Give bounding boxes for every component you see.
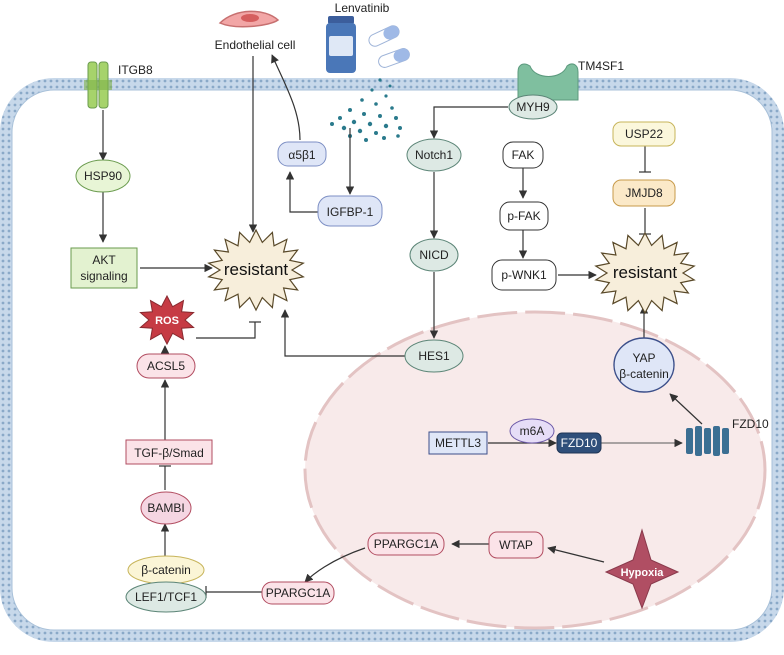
usp22-node: USP22	[612, 121, 676, 147]
akt-label-line1: AKT	[92, 253, 116, 267]
igfbp1-node: IGFBP-1	[317, 195, 383, 227]
ppargc1a-nuclear-node: PPARGC1A	[367, 532, 445, 556]
mettl3-node: METTL3	[428, 431, 488, 455]
notch1-node: Notch1	[406, 138, 462, 172]
yap-label-line2: β-catenin	[619, 367, 669, 381]
lenvatinib-label: Lenvatinib	[335, 1, 390, 15]
wtap-node: WTAP	[488, 531, 544, 559]
endothelial-cell-label: Endothelial cell	[215, 38, 296, 52]
connectors	[98, 54, 703, 583]
pwnk1-label: p-WNK1	[501, 268, 547, 282]
fak-label: FAK	[512, 148, 535, 162]
ppargc1a-cyto-node: PPARGC1A	[261, 581, 335, 605]
resistant-left-label: resistant	[224, 260, 289, 279]
nucleus	[303, 310, 767, 630]
jmjd8-label: JMJD8	[625, 186, 663, 200]
bcatenin-label: β-catenin	[141, 563, 191, 577]
resistant-burst-left: resistant	[207, 228, 305, 312]
jmjd8-node: JMJD8	[612, 179, 676, 207]
fzd10-receptor-icon	[686, 426, 729, 456]
fak-node: FAK	[502, 141, 544, 169]
wtap-label: WTAP	[499, 538, 533, 552]
resistant-burst-right: resistant	[594, 231, 696, 315]
hsp90-node: HSP90	[75, 159, 131, 193]
drug-particles	[330, 78, 402, 142]
bambi-node: BAMBI	[140, 491, 192, 525]
acsl5-node: ACSL5	[136, 353, 196, 379]
fzd10-mrna-label: FZD10	[561, 436, 598, 450]
lef1-tcf1-node: LEF1/TCF1	[125, 581, 207, 613]
hes1-node: HES1	[404, 339, 464, 373]
ros-burst: ROS	[139, 294, 195, 346]
hypoxia-star: Hypoxia	[604, 528, 680, 610]
pfak-node: p-FAK	[499, 201, 549, 231]
myh9-node: MYH9	[508, 94, 558, 120]
ros-label: ROS	[155, 315, 179, 327]
resistant-right-label: resistant	[613, 263, 678, 282]
hypoxia-label: Hypoxia	[621, 567, 665, 579]
itgb8-label: ITGB8	[118, 63, 153, 77]
ppargc1a-1-label: PPARGC1A	[374, 537, 438, 551]
usp22-label: USP22	[625, 127, 663, 141]
m6a-node: m6A	[509, 418, 555, 444]
pfak-label: p-FAK	[507, 209, 540, 223]
tm4sf1-receptor-icon	[517, 63, 579, 101]
tgfb-smad-node: TGF-β/Smad	[125, 439, 213, 465]
fzd10-receptor-label: FZD10	[732, 417, 769, 431]
pwnk1-node: p-WNK1	[491, 259, 557, 291]
inhibitions	[159, 146, 651, 598]
igfbp1-label: IGFBP-1	[327, 205, 374, 219]
lef1-label: LEF1/TCF1	[135, 590, 197, 604]
lenvatinib-icon	[326, 16, 410, 73]
yap-bcatenin-node: YAP β-catenin	[613, 337, 675, 393]
notch1-label: Notch1	[415, 148, 453, 162]
tgfb-label: TGF-β/Smad	[134, 446, 204, 460]
acsl5-label: ACSL5	[147, 359, 185, 373]
a5b1-label: α5β1	[288, 148, 316, 162]
fzd10-mrna-node: FZD10	[556, 432, 602, 454]
mettl3-label: METTL3	[435, 436, 481, 450]
itgb8-receptor-icon	[84, 61, 112, 109]
endothelial-cell-icon	[218, 10, 280, 28]
yap-label-line1: YAP	[632, 351, 655, 365]
hes1-label: HES1	[418, 349, 450, 363]
tm4sf1-label: TM4SF1	[578, 59, 624, 73]
bambi-label: BAMBI	[147, 501, 184, 515]
a5b1-node: α5β1	[277, 141, 327, 167]
m6a-label: m6A	[520, 424, 545, 438]
nicd-node: NICD	[409, 238, 459, 272]
akt-signaling-node: AKT signaling	[70, 247, 138, 289]
ppargc1a-2-label: PPARGC1A	[266, 586, 330, 600]
bcatenin-node: β-catenin	[127, 555, 205, 585]
nicd-label: NICD	[419, 248, 449, 262]
akt-label-line2: signaling	[80, 269, 127, 283]
hsp90-label: HSP90	[84, 169, 122, 183]
myh9-label: MYH9	[516, 100, 550, 114]
